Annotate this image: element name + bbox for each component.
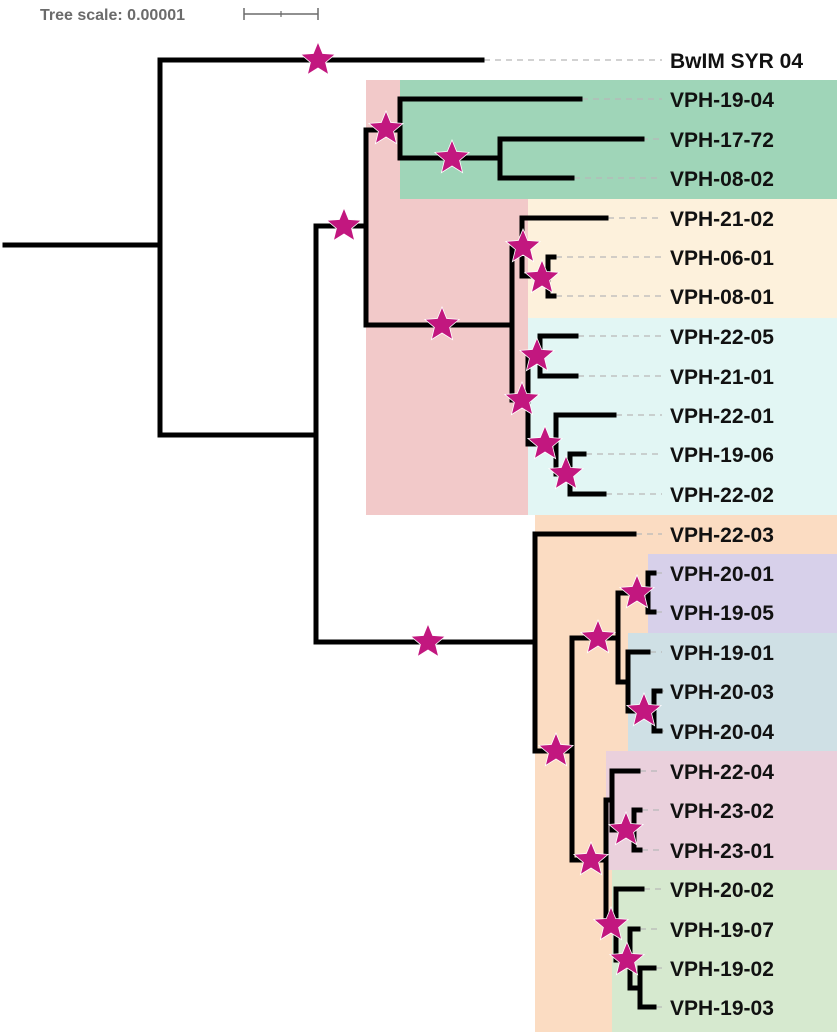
node-star-marker — [579, 618, 617, 654]
node-star-marker — [503, 380, 541, 416]
leaf-label: VPH-23-02 — [670, 800, 774, 823]
leaf-label: VPH-22-04 — [670, 761, 774, 784]
node-star-marker — [625, 691, 663, 727]
leaf-label: VPH-19-07 — [670, 919, 774, 942]
leaf-label-outgroup: BwIM SYR 04 — [670, 50, 803, 73]
leaf-label: VPH-20-04 — [670, 721, 774, 744]
node-star-marker — [618, 573, 656, 609]
clade-highlight-purple — [648, 554, 837, 633]
leaf-label: VPH-19-03 — [670, 997, 774, 1020]
node-star-marker — [504, 227, 542, 263]
node-stars — [299, 40, 663, 976]
node-star-marker — [367, 109, 405, 145]
node-star-marker — [518, 336, 556, 372]
clade-highlights — [366, 80, 837, 1032]
node-star-marker — [433, 138, 471, 174]
node-star-marker — [537, 731, 575, 767]
leader-lines — [484, 59, 664, 1008]
leaf-label: VPH-20-01 — [670, 563, 774, 586]
leaf-label: VPH-22-05 — [670, 326, 774, 349]
leaf-label: VPH-19-06 — [670, 444, 774, 467]
leaf-label: VPH-06-01 — [670, 247, 774, 270]
node-star-marker — [299, 40, 337, 76]
scale-label: Tree scale: 0.00001 — [40, 7, 185, 24]
node-star-marker — [325, 206, 363, 242]
leaf-label: VPH-21-01 — [670, 366, 774, 389]
leaf-label: VPH-21-02 — [670, 208, 774, 231]
leaf-labels: BwIM SYR 04 VPH-19-04 VPH-17-72 VPH-08-0… — [670, 50, 803, 1020]
leaf-label: VPH-17-72 — [670, 129, 774, 152]
leaf-label: VPH-08-01 — [670, 286, 774, 309]
node-star-marker — [608, 940, 646, 976]
leaf-label: VPH-20-03 — [670, 681, 774, 704]
node-star-marker — [572, 840, 610, 876]
node-star-marker — [526, 424, 564, 460]
node-star-marker — [409, 622, 447, 658]
leaf-label: VPH-19-02 — [670, 958, 774, 981]
node-star-marker — [547, 454, 585, 490]
leaf-label: VPH-08-02 — [670, 168, 774, 191]
leaf-label: VPH-19-01 — [670, 642, 774, 665]
leaf-label: VPH-19-05 — [670, 602, 774, 625]
leaf-label: VPH-19-04 — [670, 89, 774, 112]
leaf-label: VPH-22-02 — [670, 484, 774, 507]
leaf-label: VPH-22-03 — [670, 524, 774, 547]
node-star-marker — [423, 305, 461, 341]
node-star-marker — [523, 258, 561, 294]
scale-bar: Tree scale: 0.00001 — [40, 7, 319, 24]
leaf-label: VPH-23-01 — [670, 840, 774, 863]
leaf-label: VPH-20-02 — [670, 879, 774, 902]
node-star-marker — [592, 905, 630, 941]
leaf-label: VPH-22-01 — [670, 405, 774, 428]
node-star-marker — [607, 810, 645, 846]
